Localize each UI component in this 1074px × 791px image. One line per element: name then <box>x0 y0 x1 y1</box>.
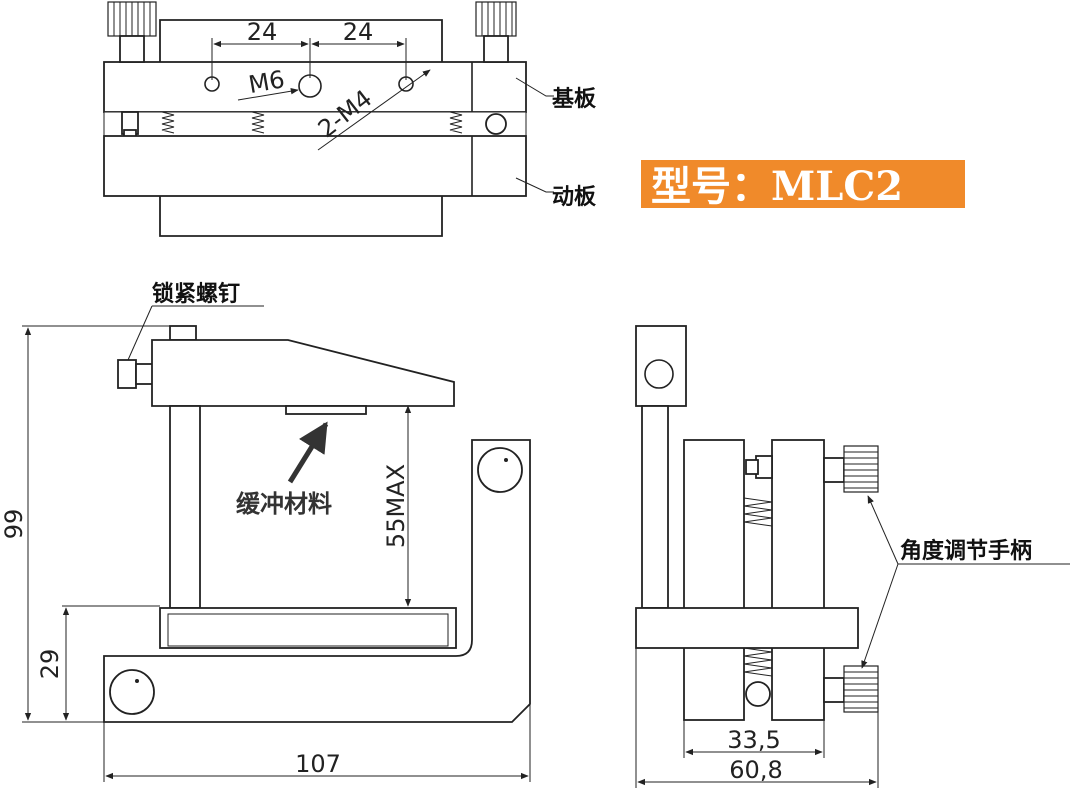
side-view: 角度调节手柄 33,5 60,8 <box>635 325 1070 788</box>
dim-side-total: 60,8 <box>729 756 782 784</box>
top-view-knob-left <box>107 1 157 63</box>
dim-top-right: 24 <box>343 18 374 46</box>
lock-screw <box>117 359 137 389</box>
top-view-moving-plate <box>103 135 527 197</box>
top-view-springs <box>161 111 463 134</box>
buffer-pad <box>285 405 367 415</box>
dim-width-front: 107 <box>295 750 341 778</box>
front-view-column <box>169 405 201 609</box>
thread-m6-label: M6 <box>246 65 286 99</box>
front-view-lower-plate <box>159 607 457 649</box>
side-view-knob-upper <box>823 445 879 493</box>
label-moving-plate: 动板 <box>552 185 597 210</box>
model-banner: 型号：MLC2 <box>641 160 965 210</box>
side-view-column <box>641 405 669 609</box>
model-text: 型号：MLC2 <box>651 163 903 210</box>
label-base-plate: 基板 <box>552 87 597 112</box>
dim-top-left: 24 <box>247 18 278 46</box>
label-angle-handle: 角度调节手柄 <box>900 538 1032 564</box>
top-view: 24 24 M6 2-M4 基板 动板 <box>103 1 597 237</box>
dim-height-total: 99 <box>0 509 28 540</box>
label-lock-screw: 锁紧螺钉 <box>152 281 240 307</box>
dim-max-opening: 55MAX <box>382 464 410 548</box>
side-view-lower-plate <box>635 607 859 649</box>
dim-height-lower: 29 <box>36 649 64 680</box>
top-view-knob-right <box>475 1 517 63</box>
front-view-top-arm <box>151 339 455 407</box>
front-view: 锁紧螺钉 缓冲材料 55MAX 99 <box>0 281 531 782</box>
side-view-knob-lower <box>823 665 879 713</box>
label-buffer-material: 缓冲材料 <box>236 490 332 518</box>
top-view-base-plate <box>103 61 527 113</box>
front-view-right-upright <box>103 439 531 723</box>
dim-side-inner: 33,5 <box>727 726 780 754</box>
